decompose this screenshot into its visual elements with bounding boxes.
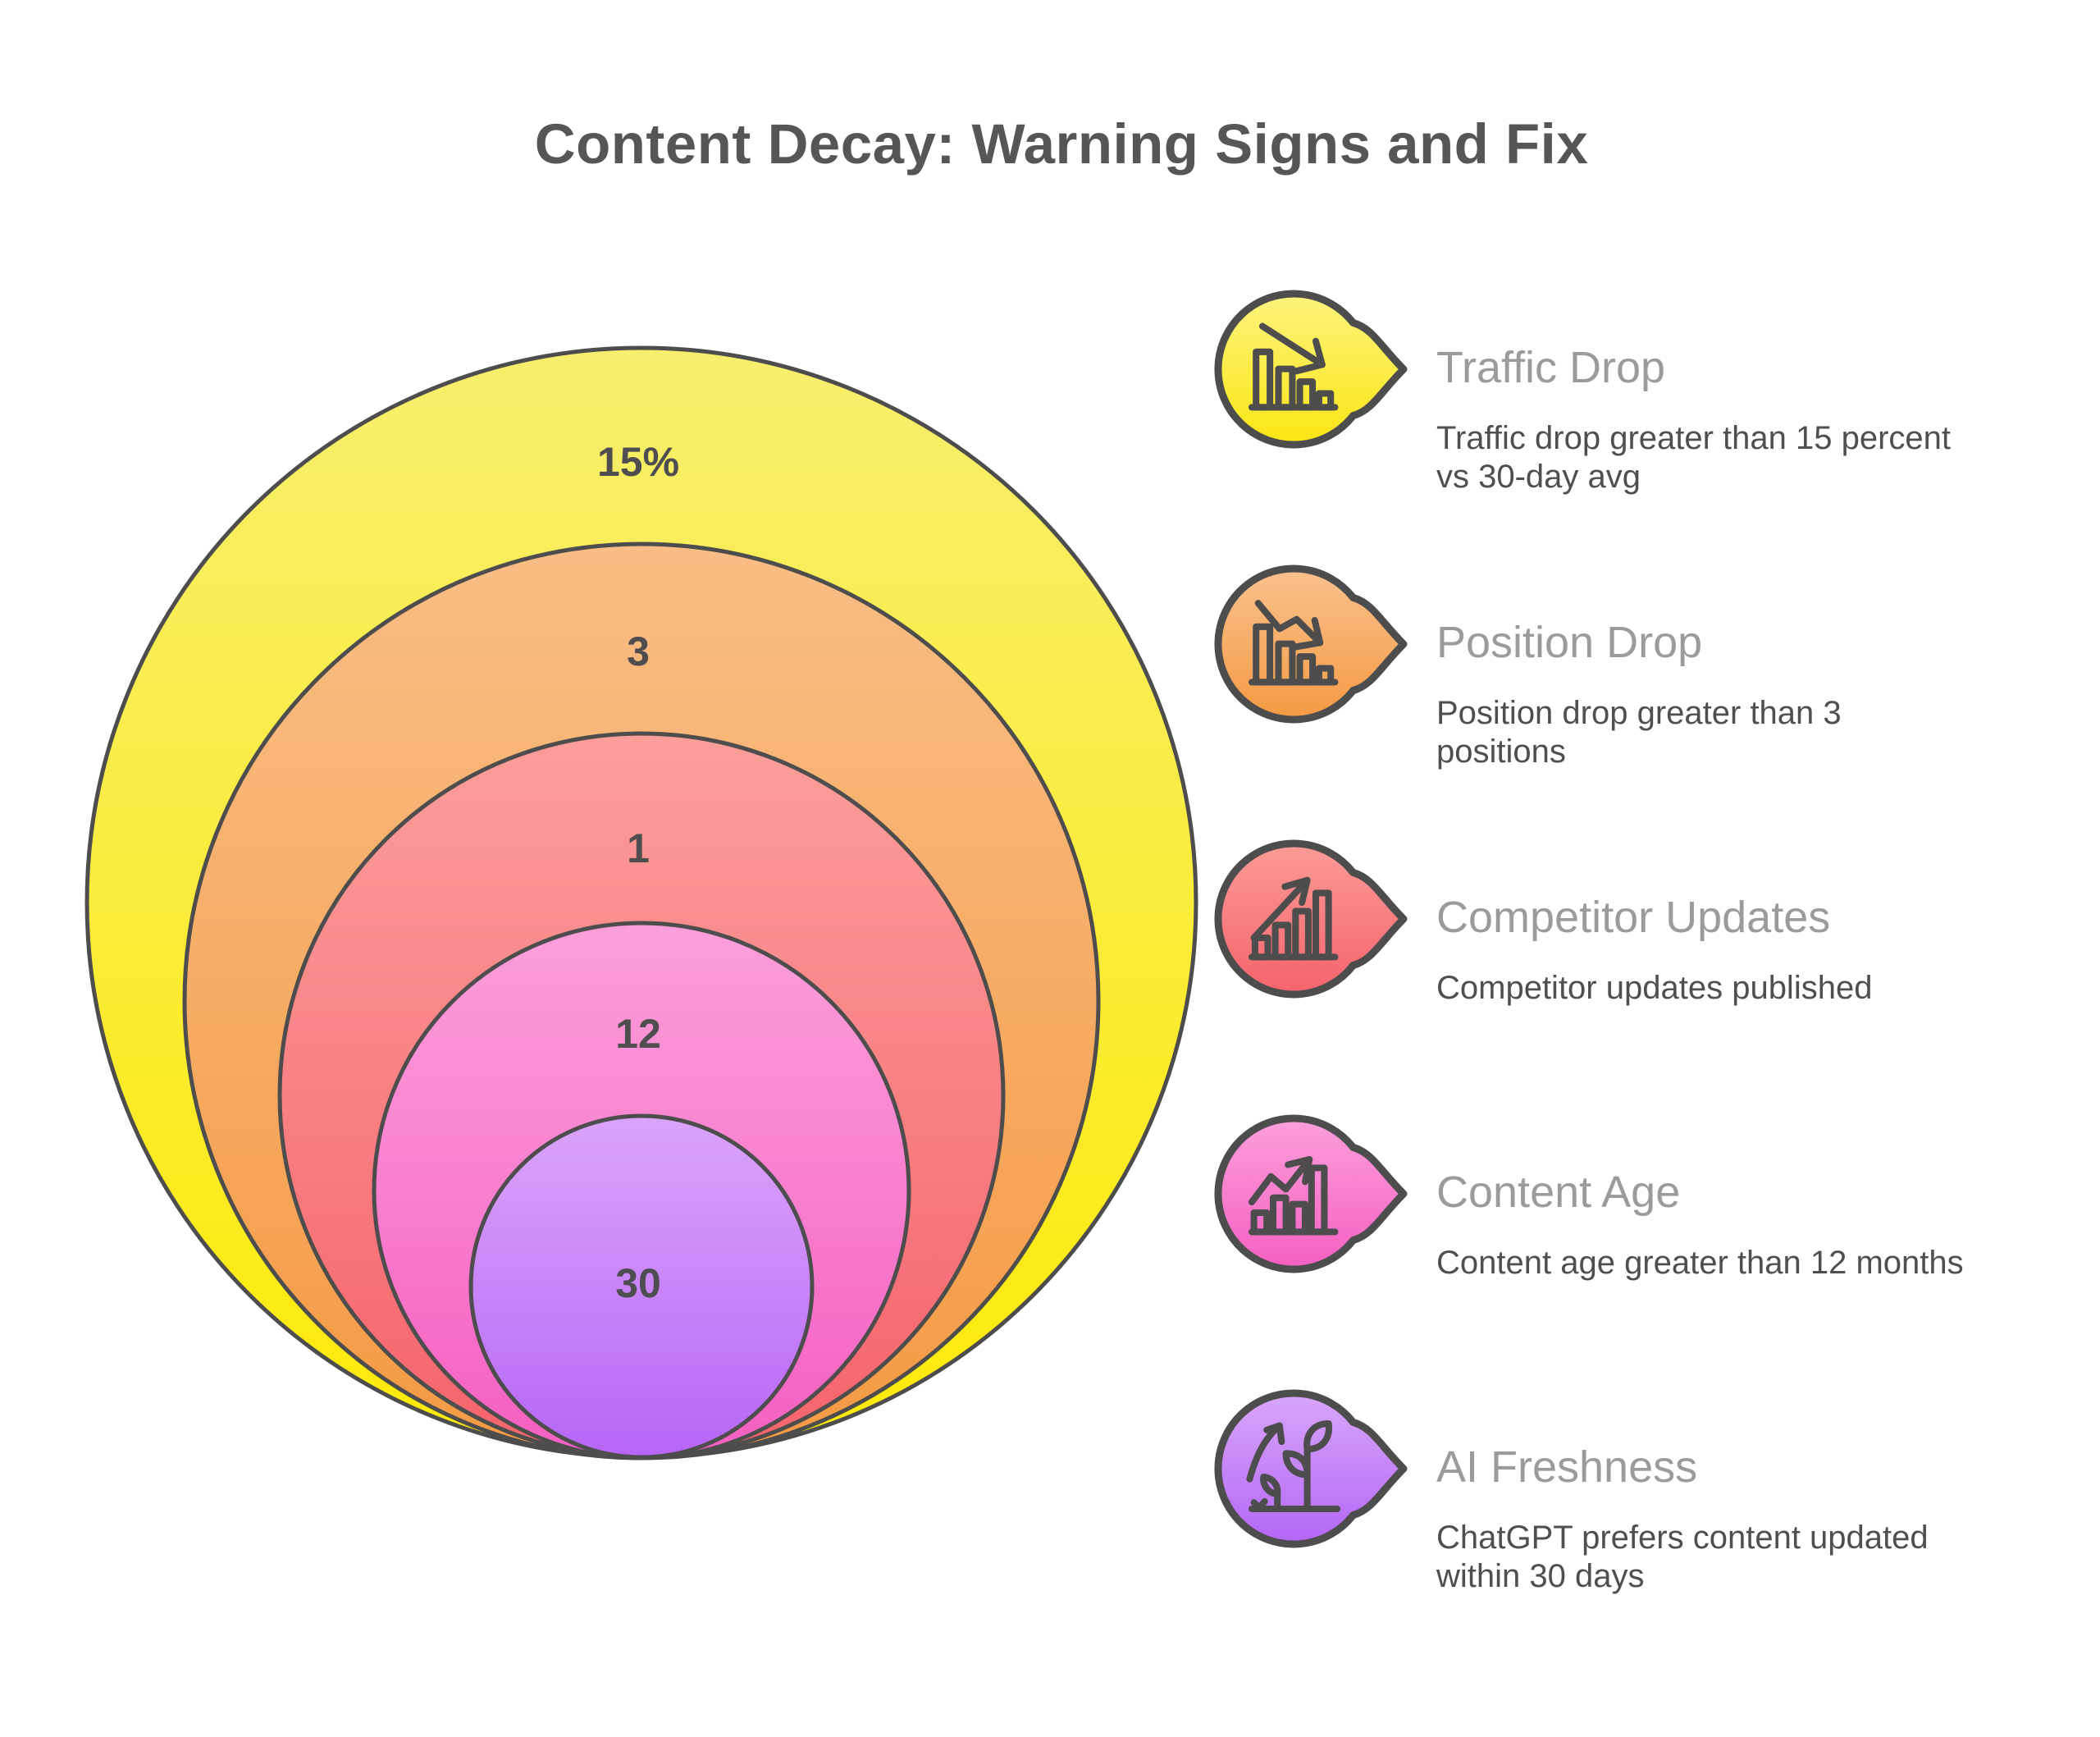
legend-item-title: Position Drop — [1436, 618, 1703, 667]
legend-item-description: Position drop greater than 3 positions — [1436, 695, 1842, 770]
legend-item-title: Traffic Drop — [1436, 343, 1666, 392]
plant-growth-arrow-icon — [1246, 1419, 1341, 1513]
content-age-badge — [1214, 1114, 1408, 1273]
ring-value-label: 15% — [596, 439, 680, 485]
traffic-drop-badge — [1214, 290, 1408, 449]
legend-item-content-age: Content Age Content age greater than 12 … — [1212, 1110, 1964, 1282]
rising-bar-chart-arrow-icon — [1248, 876, 1339, 961]
ai-freshness-badge — [1214, 1389, 1408, 1548]
ring-value-label: 1 — [627, 825, 650, 871]
legend-item-description: ChatGPT prefers content updated within 3… — [1436, 1520, 1929, 1594]
legend-item-description: Traffic drop greater than 15 percent vs … — [1436, 420, 1952, 495]
legend-item-title: Competitor Updates — [1436, 893, 1831, 942]
legend-item-traffic-drop: Traffic Drop Traffic drop greater than 1… — [1212, 286, 1951, 496]
legend-item-title: Content Age — [1436, 1168, 1681, 1217]
ring-ai-freshness — [468, 1113, 815, 1460]
speech-bubble-badge-shape — [1214, 1389, 1408, 1548]
page-title: Content Decay: Warning Signs and Fix — [534, 112, 1589, 176]
legend-item-competitor-updates: Competitor Updates Competitor updates pu… — [1212, 835, 1872, 1008]
legend-item-description: Competitor updates published — [1436, 970, 1873, 1006]
competitor-updates-badge — [1214, 839, 1408, 999]
ring-value-label: 12 — [615, 1011, 661, 1057]
zigzag-down-bar-chart-icon — [1248, 600, 1339, 686]
ring-value-label: 3 — [627, 629, 650, 674]
legend-item-position-drop: Position Drop Position drop greater than… — [1212, 560, 1842, 771]
ring-value-label: 30 — [615, 1260, 661, 1306]
declining-bar-chart-arrow-icon — [1248, 322, 1339, 411]
zigzag-up-bar-chart-icon — [1248, 1155, 1339, 1236]
position-drop-badge — [1214, 565, 1408, 724]
legend-item-ai-freshness: AI Freshness ChatGPT prefers content upd… — [1212, 1385, 1929, 1596]
legend-item-title: AI Freshness — [1436, 1442, 1698, 1492]
legend-item-description: Content age greater than 12 months — [1436, 1245, 1964, 1281]
